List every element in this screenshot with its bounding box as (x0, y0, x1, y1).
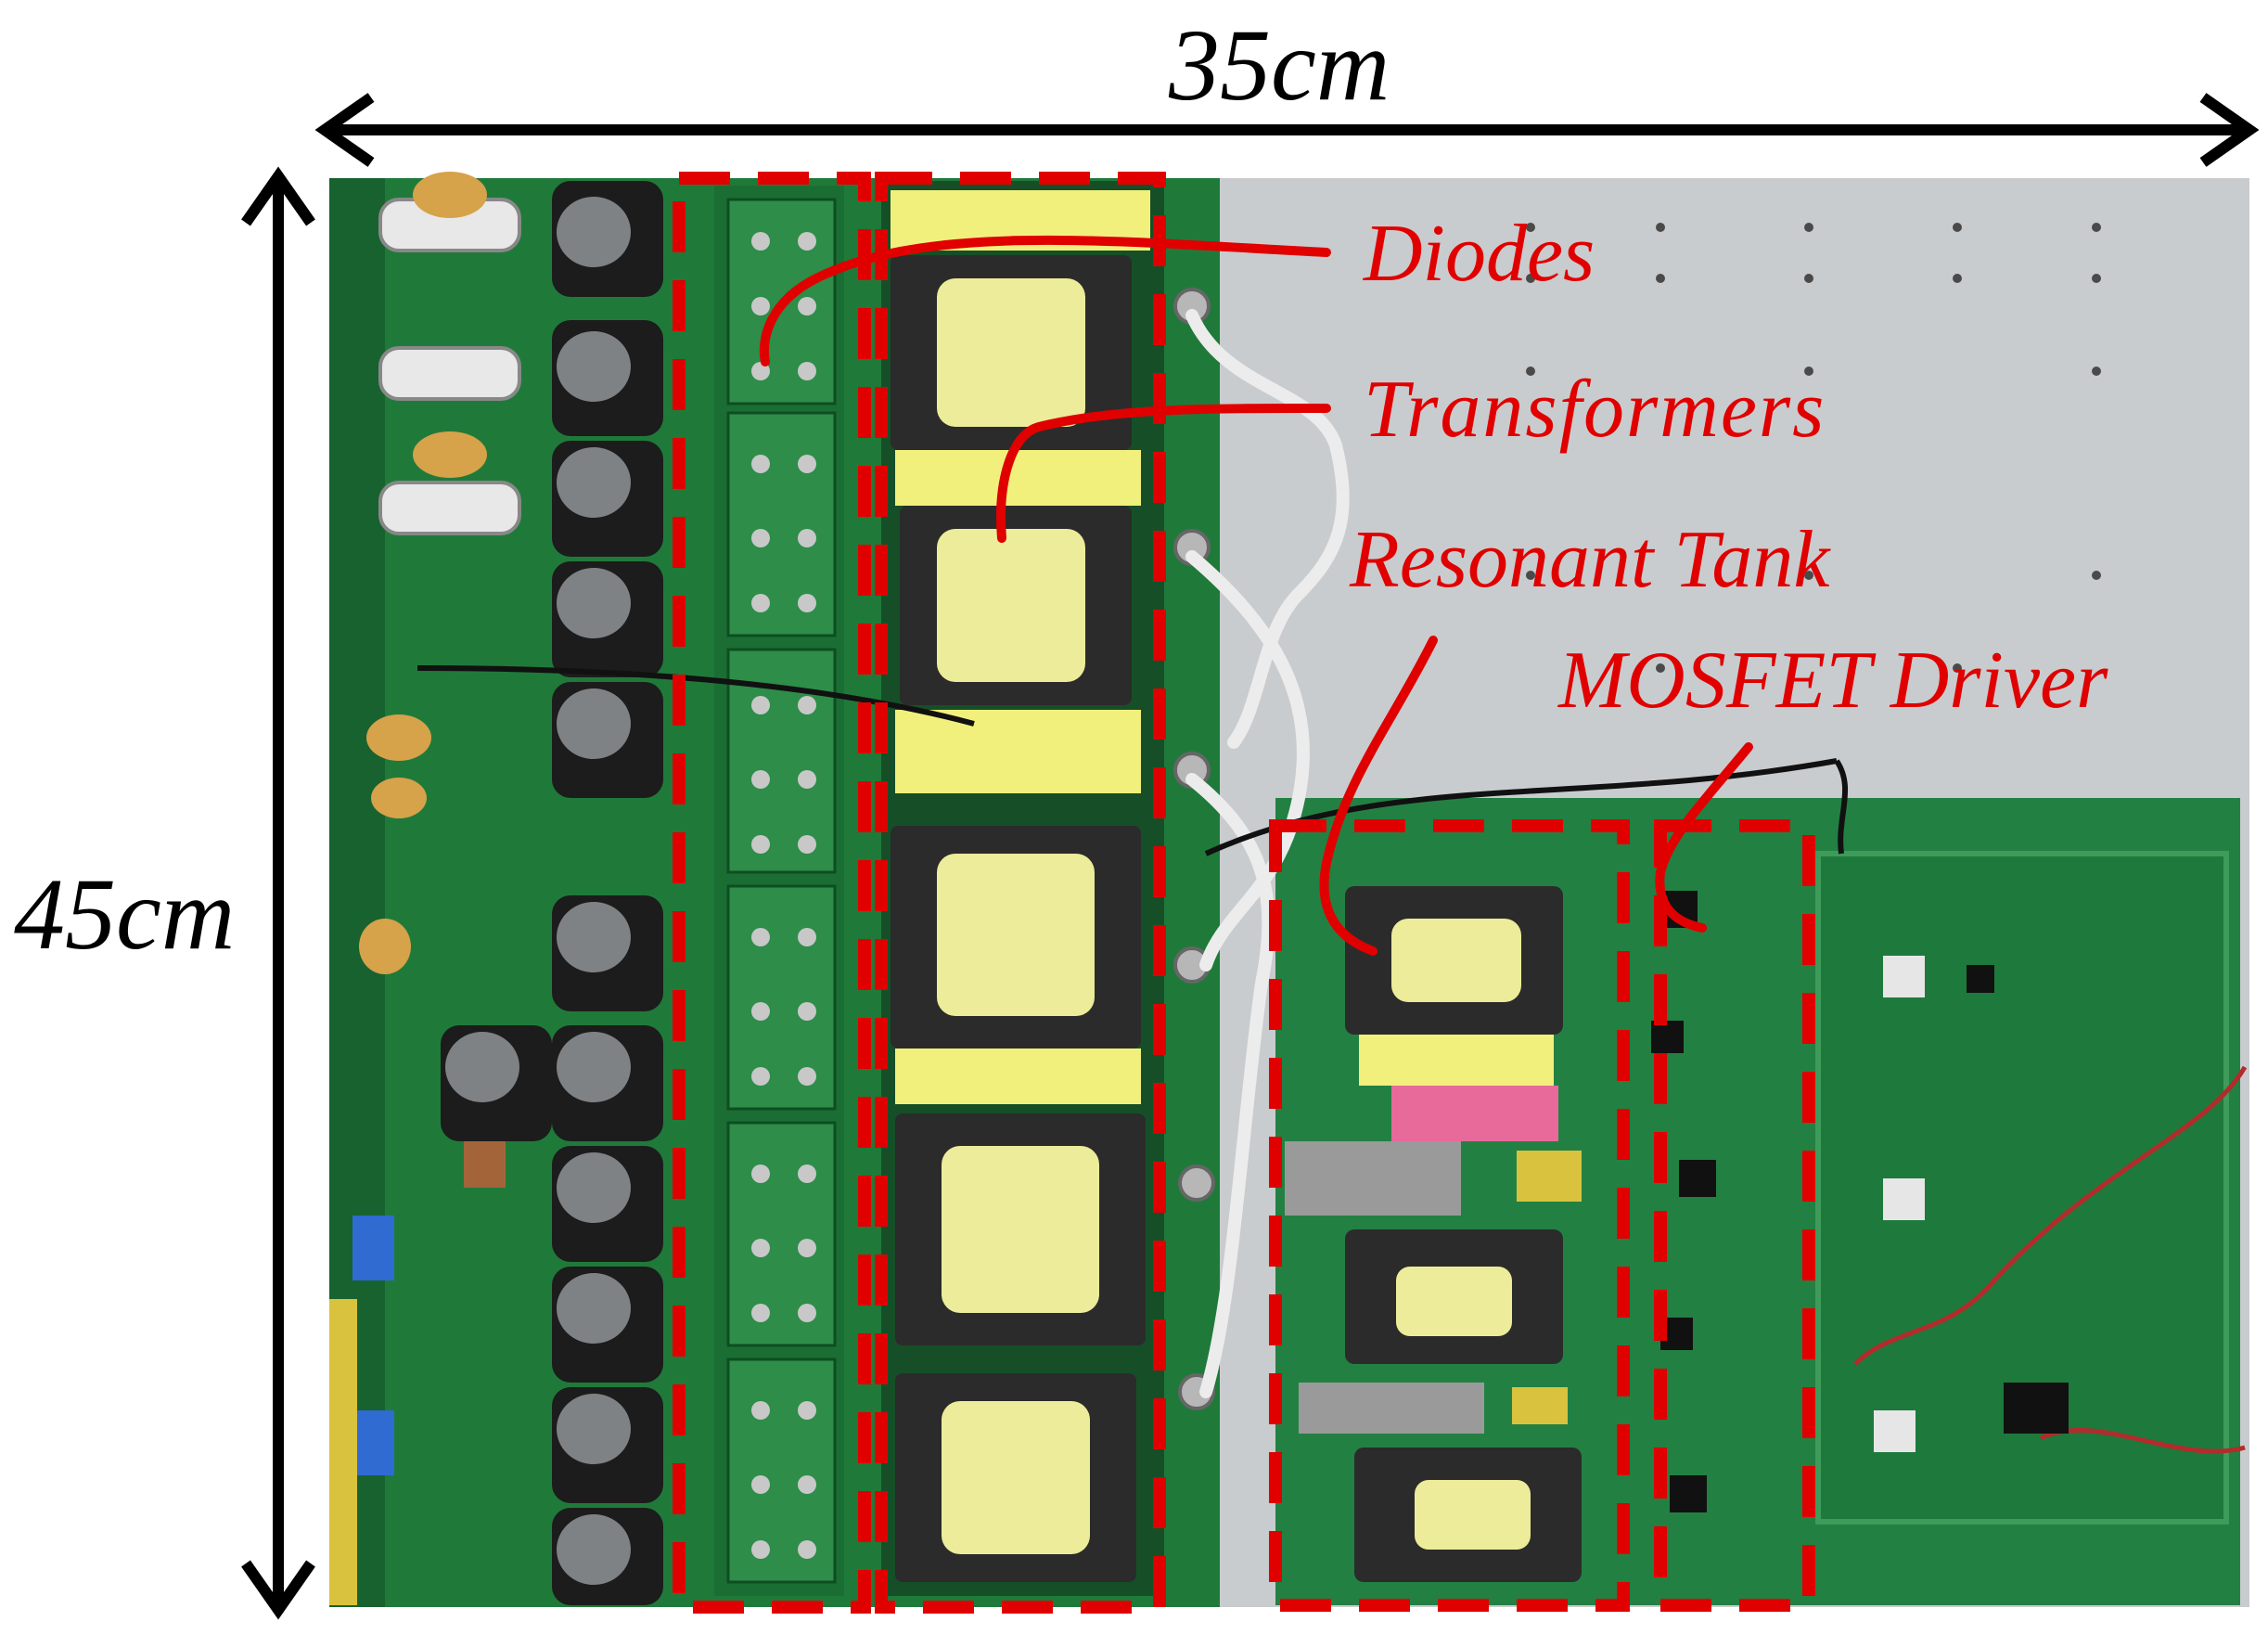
transformers-leader (996, 404, 1331, 543)
resonant-tank-region-box (1269, 819, 1630, 1612)
resonant-tank-label: Resonant Tank (1350, 515, 1830, 605)
diodes-label: Diodes (1364, 209, 1595, 299)
plate-holes (1526, 223, 2101, 673)
resonant-tank-leader (1319, 636, 1438, 956)
diode-modules (714, 186, 844, 1596)
mosfet-driver-leader (1655, 742, 1753, 933)
mosfet-driver-region-box (1654, 819, 1815, 1612)
height-dimension-label: 45cm (14, 857, 236, 971)
transformers-region-box (875, 172, 1166, 1614)
mosfet-driver-label: MOSFET Driver (1558, 636, 2108, 726)
leader-lines (759, 235, 1753, 956)
height-dimension-arrow (241, 166, 315, 1620)
white-wires (1185, 309, 1350, 1398)
transformer-stack (881, 181, 1164, 1596)
transformers-label: Transformers (1364, 365, 1826, 455)
resonant-tank-parts (1285, 886, 1582, 1582)
width-dimension-arrow (314, 93, 2260, 167)
width-dimension-label: 35cm (1169, 8, 1390, 122)
pcb-photo (329, 172, 2249, 1607)
diodes-leader (759, 235, 1331, 367)
diodes-region-box (673, 172, 871, 1614)
highlight-boxes (673, 172, 1815, 1614)
